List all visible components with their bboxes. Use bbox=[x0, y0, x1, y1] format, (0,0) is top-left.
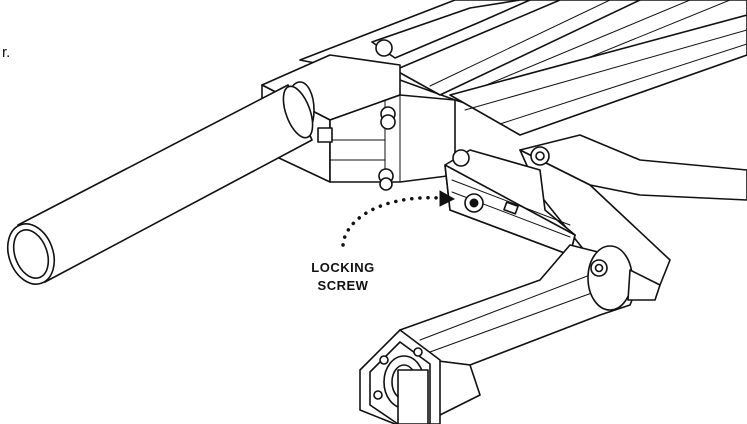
callout-label-line2: SCREW bbox=[318, 278, 369, 293]
callout-dotted-arrow bbox=[341, 196, 442, 247]
locking-screw-socket bbox=[469, 198, 479, 208]
callout-label-line1: LOCKING bbox=[311, 260, 374, 275]
callout-arrowhead bbox=[439, 190, 456, 207]
pole-tube bbox=[6, 84, 314, 285]
upper-arm bbox=[299, 0, 747, 136]
clipped-text-fragment: r. bbox=[2, 44, 10, 61]
vesa-plate bbox=[359, 329, 441, 424]
locking-screw-callout: LOCKING SCREW bbox=[311, 190, 456, 293]
middle-arm bbox=[444, 134, 747, 286]
